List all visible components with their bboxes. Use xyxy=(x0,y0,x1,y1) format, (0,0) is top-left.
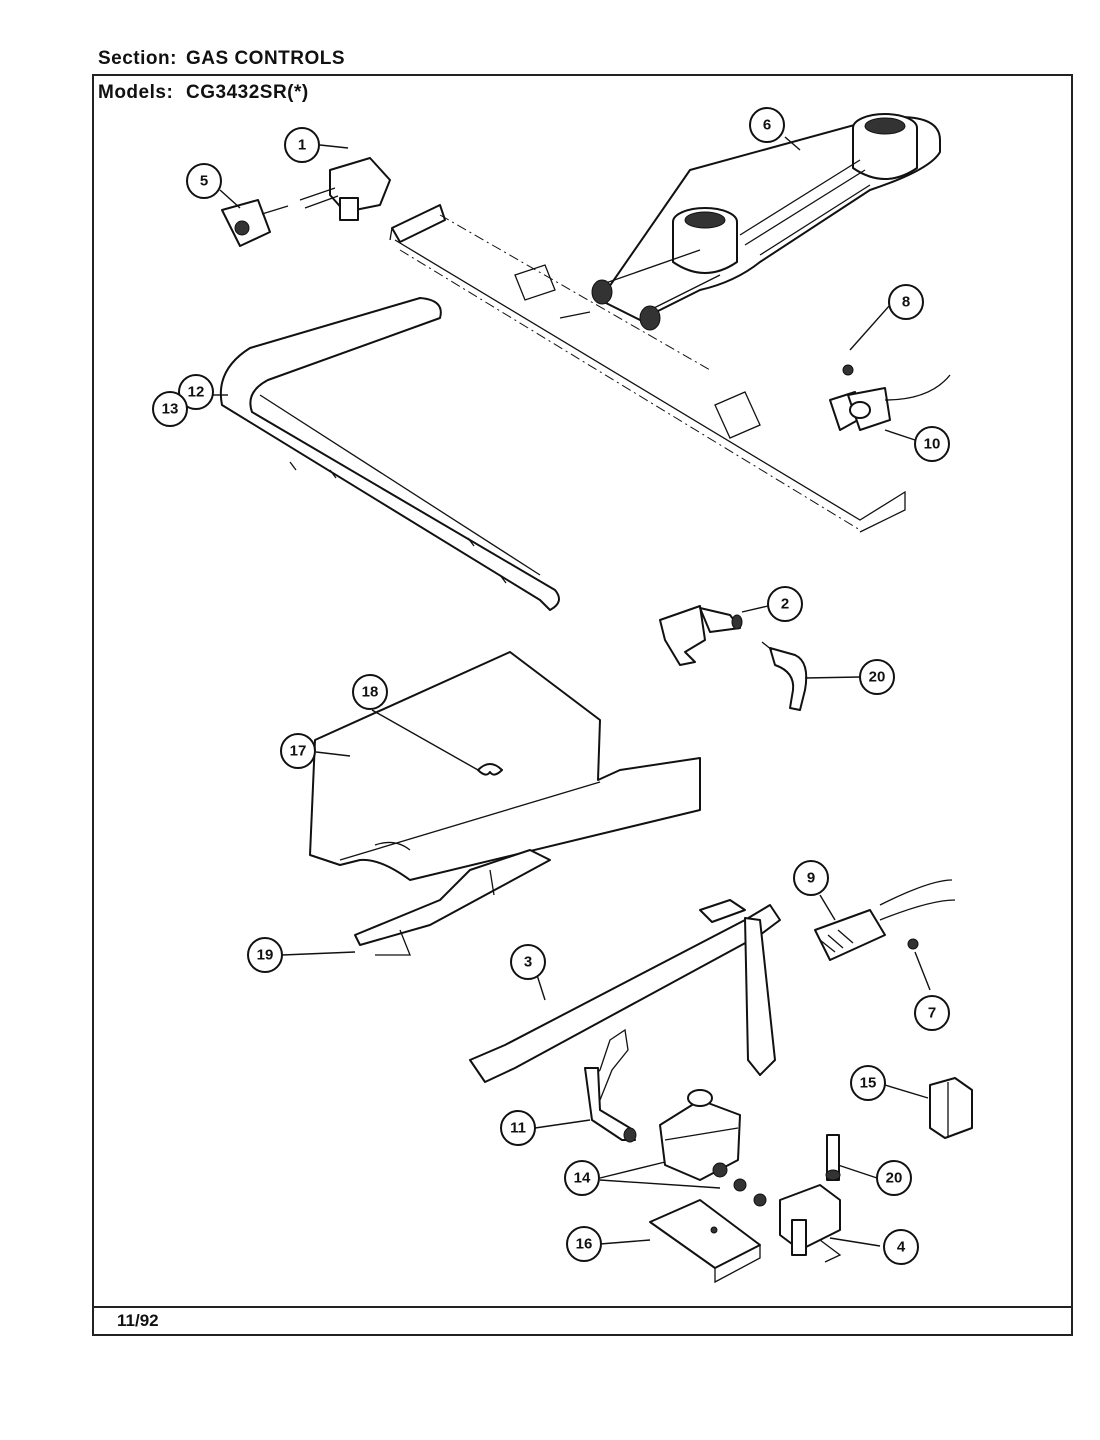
part-20-tube-lower xyxy=(825,1134,841,1181)
section-title: Section: GAS CONTROLS xyxy=(98,48,345,70)
callout-9-label: 9 xyxy=(807,870,815,887)
left-bracket xyxy=(219,297,560,611)
section-label: Section: xyxy=(98,48,177,69)
callout-12-label: 12 xyxy=(188,384,205,401)
callout-15-label: 15 xyxy=(860,1075,877,1092)
callout-17-label: 17 xyxy=(290,743,307,760)
callout-20b: 20 xyxy=(876,1160,912,1196)
callout-17: 17 xyxy=(280,733,316,769)
callout-1-label: 1 xyxy=(298,137,306,154)
callout-20a-label: 20 xyxy=(869,669,886,686)
part-11-tube xyxy=(584,1067,637,1143)
callout-20b-label: 20 xyxy=(886,1170,903,1187)
callout-19-label: 19 xyxy=(257,947,274,964)
callout-2-label: 2 xyxy=(781,596,789,613)
callout-11: 11 xyxy=(500,1110,536,1146)
callout-2: 2 xyxy=(767,586,803,622)
callout-19: 19 xyxy=(247,937,283,973)
part-15-switch xyxy=(929,1077,973,1139)
footer-divider xyxy=(92,1306,1073,1308)
callout-6: 6 xyxy=(749,107,785,143)
callout-14: 14 xyxy=(564,1160,600,1196)
callout-4: 4 xyxy=(883,1229,919,1265)
models-title: Models: CG3432SR(*) xyxy=(98,82,309,104)
callout-5-label: 5 xyxy=(200,173,208,190)
callout-18-label: 18 xyxy=(362,684,379,701)
part-3-manifold xyxy=(469,899,781,1101)
part-1-housing xyxy=(299,157,391,221)
callout-16-label: 16 xyxy=(576,1236,593,1253)
callout-13-label: 13 xyxy=(162,401,179,418)
callout-7: 7 xyxy=(914,995,950,1031)
part-9-ignitor xyxy=(814,879,956,961)
callout-3: 3 xyxy=(510,944,546,980)
manifold-bracket xyxy=(389,204,906,533)
callout-16: 16 xyxy=(566,1226,602,1262)
callout-13: 13 xyxy=(152,391,188,427)
callout-5: 5 xyxy=(186,163,222,199)
part-16-bracket xyxy=(649,1199,761,1284)
part-17-shield xyxy=(309,651,701,881)
part-10-bracket xyxy=(829,364,951,431)
callout-15: 15 xyxy=(850,1065,886,1101)
burner-assembly xyxy=(591,113,941,331)
callout-7-label: 7 xyxy=(928,1005,936,1022)
models-label: Models: xyxy=(98,82,174,103)
callout-11-label: 11 xyxy=(510,1120,526,1137)
callout-4-label: 4 xyxy=(897,1239,906,1256)
callout-1: 1 xyxy=(284,127,320,163)
callout-9: 9 xyxy=(793,860,829,896)
part-20-tube-upper xyxy=(761,641,808,711)
diagram-frame xyxy=(92,74,1073,1336)
callout-3-label: 3 xyxy=(524,954,532,971)
part-14-regulator xyxy=(659,1089,767,1207)
section-value: GAS CONTROLS xyxy=(186,48,346,69)
callout-8: 8 xyxy=(888,284,924,320)
part-19-plate xyxy=(354,849,551,956)
revision-date: 11/92 xyxy=(117,1311,159,1330)
callout-14-label: 14 xyxy=(574,1170,591,1187)
part-5-clip xyxy=(221,199,289,247)
part-4-valve xyxy=(779,1184,842,1263)
callout-8-label: 8 xyxy=(902,294,910,311)
callout-12: 12 xyxy=(178,374,214,410)
callout-6-label: 6 xyxy=(763,117,771,134)
leader-lines xyxy=(212,136,931,1247)
part-2-elbow xyxy=(659,605,743,666)
models-value: CG3432SR(*) xyxy=(186,82,309,103)
callout-10-label: 10 xyxy=(924,436,941,453)
callout-20a: 20 xyxy=(859,659,895,695)
callout-10: 10 xyxy=(914,426,950,462)
callout-18: 18 xyxy=(352,674,388,710)
